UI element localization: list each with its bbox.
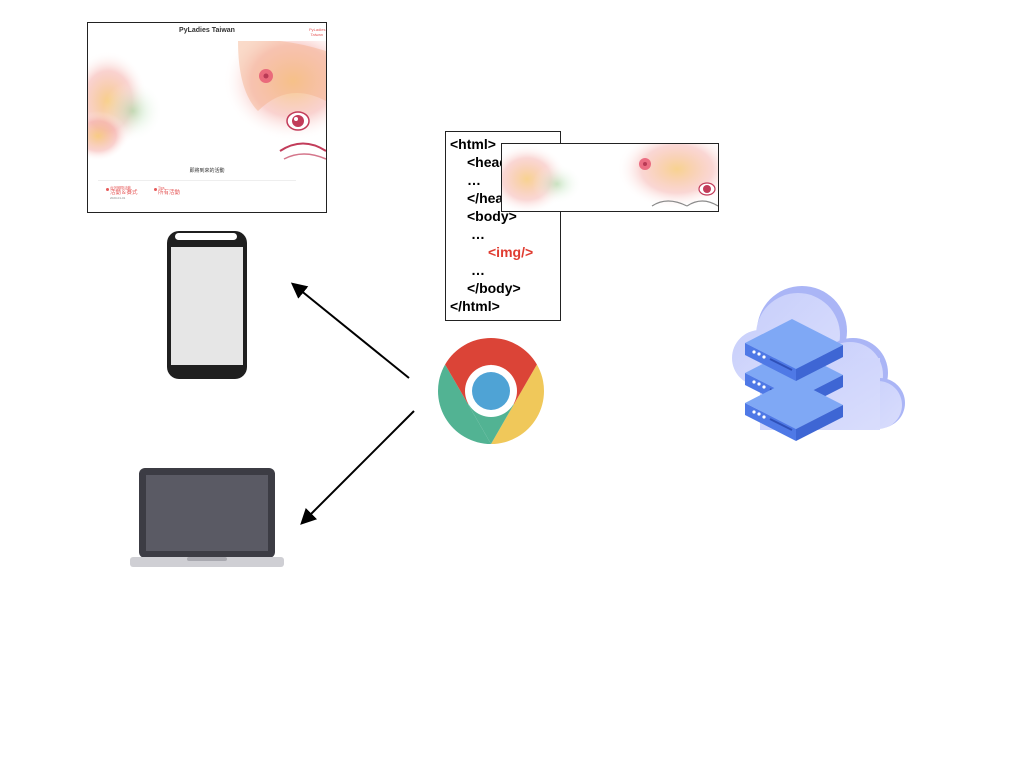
event-category: 台灣國際活動 — [110, 186, 131, 190]
event-card[interactable]: 台灣國際活動 活動＆賽式 2020-01-01 — [106, 186, 138, 201]
event-dot-icon — [106, 188, 109, 191]
site-title: PyLadies Taiwan — [179, 27, 235, 34]
laptop-icon — [130, 468, 284, 567]
event-dot-icon — [154, 188, 157, 191]
code-line: <body> — [467, 208, 517, 224]
code-line: … — [467, 172, 481, 188]
event-name: 所有活動 — [158, 190, 181, 196]
chrome-icon — [437, 338, 545, 444]
code-line: </body> — [467, 280, 521, 296]
arrows-layer — [290, 282, 415, 525]
server-stack — [745, 319, 843, 441]
event-date: 2020-01-01 — [110, 196, 126, 200]
image-strip-illustration — [502, 144, 718, 211]
code-line: … — [471, 262, 485, 278]
arrow-to-phone — [290, 282, 410, 379]
arrow-to-laptop — [300, 410, 415, 525]
code-line: <html> — [450, 136, 496, 152]
code-line: </html> — [450, 298, 500, 314]
event-category: Tips — [158, 186, 165, 190]
code-line: … — [471, 226, 485, 242]
event-name: 活動＆賽式 — [110, 190, 138, 196]
website-preview: PyLadies Taiwan PyLadies Taiwan 即將 — [87, 22, 327, 213]
site-brand-logo: PyLadies Taiwan — [309, 27, 326, 37]
hero-illustration — [88, 41, 326, 161]
cloud-server-icon — [732, 286, 905, 441]
smartphone-icon — [167, 231, 247, 379]
event-card[interactable]: Tips 所有活動 — [154, 186, 181, 196]
preview-divider — [98, 180, 296, 181]
code-line-img: <img/> — [488, 244, 534, 260]
image-strip — [501, 143, 719, 212]
upcoming-events-heading: 即將到來的活動 — [189, 168, 225, 174]
